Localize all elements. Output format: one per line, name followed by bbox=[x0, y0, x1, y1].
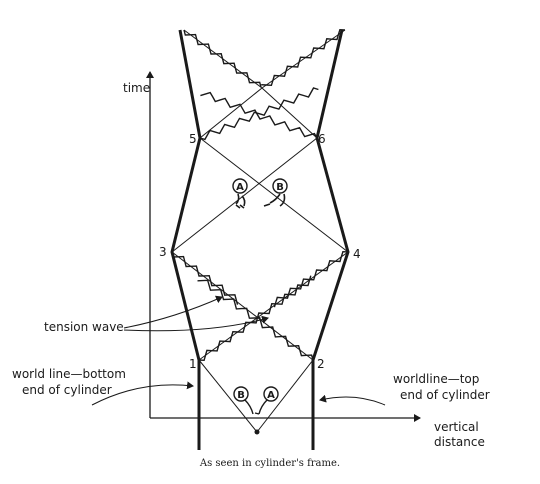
distance-axis-label-line1: vertical bbox=[434, 420, 479, 434]
event-1-label: 1 bbox=[189, 357, 197, 371]
figure-caption: As seen in cylinder's frame. bbox=[199, 458, 340, 469]
tension-wave-segment bbox=[199, 87, 319, 141]
tension-wave-arrows bbox=[123, 295, 269, 332]
event-6-label: 6 bbox=[318, 132, 326, 146]
tension-wave-segment bbox=[171, 251, 239, 305]
particle-a-lower: A bbox=[254, 386, 279, 415]
origin-dot bbox=[254, 429, 260, 435]
particle-b-lower-label: B bbox=[237, 390, 245, 401]
particle-b-lower: B bbox=[233, 386, 254, 415]
bottom-end-worldline bbox=[170, 29, 202, 450]
tension-wave-segment bbox=[197, 279, 314, 361]
distance-axis-label-line2: distance bbox=[434, 435, 485, 449]
particle-b-upper: B bbox=[263, 178, 288, 207]
bottom-worldline-label-line1: world line—bottom bbox=[12, 367, 126, 381]
time-axis-label: time bbox=[123, 81, 150, 95]
top-worldline-pointer bbox=[319, 394, 386, 406]
tension-wave-segment bbox=[261, 28, 346, 87]
top-worldline-label-line2: end of cylinder bbox=[400, 388, 490, 402]
event-3-label: 3 bbox=[159, 245, 167, 259]
particle-a-lower-label: A bbox=[267, 390, 275, 401]
top-worldline-label-line1: worldline—top bbox=[393, 372, 479, 386]
particle-a-upper-label: A bbox=[236, 182, 244, 193]
tension-wave-segment bbox=[273, 250, 349, 308]
bottom-worldline-label-line2: end of cylinder bbox=[22, 383, 112, 397]
bottom-worldline-pointer bbox=[91, 381, 194, 406]
event-2-label: 2 bbox=[317, 357, 325, 371]
tension-wave-label: tension wave bbox=[44, 320, 124, 334]
tension-waves bbox=[171, 28, 349, 362]
particle-b-upper-label: B bbox=[276, 182, 284, 193]
tension-wave-segment bbox=[183, 29, 262, 88]
event-4-label: 4 bbox=[353, 247, 361, 261]
top-end-worldline bbox=[311, 29, 350, 450]
particle-a-upper: A bbox=[232, 178, 248, 209]
event-5-label: 5 bbox=[189, 132, 197, 146]
tension-wave-segment bbox=[200, 91, 318, 139]
